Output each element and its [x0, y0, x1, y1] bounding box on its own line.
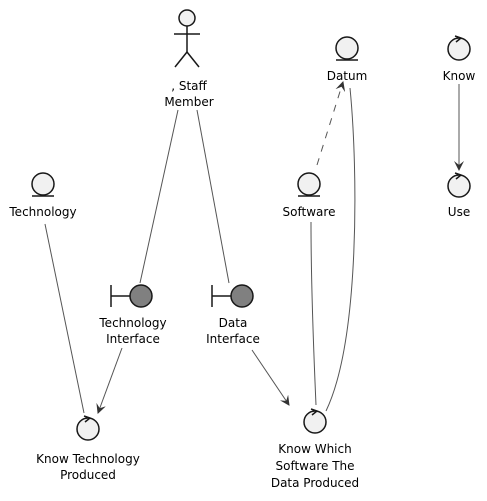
control-know-which-software[interactable]: Know Which Software The Data Produced	[271, 408, 359, 490]
know-label: Know	[443, 69, 476, 83]
entity-technology[interactable]: Technology	[8, 172, 77, 219]
edge-technology-interface-to-know-technology-produced	[96, 347, 123, 414]
technology-interface-label-line1: Technology	[98, 316, 166, 330]
data-interface-label-line1: Data	[219, 316, 248, 330]
edge-software-to-know-which-software	[310, 221, 317, 406]
boundary-technology-interface[interactable]: Technology Interface	[98, 284, 167, 346]
datum-label: Datum	[327, 69, 368, 83]
boundary-data-interface[interactable]: Data Interface	[206, 284, 260, 346]
edge-software-to-datum	[316, 81, 346, 166]
boundary-icon	[110, 284, 153, 308]
edge-datum-to-know-which-software	[325, 87, 356, 412]
control-use[interactable]: Use	[447, 172, 471, 219]
control-icon	[447, 35, 471, 61]
software-label: Software	[283, 205, 336, 219]
know-which-software-label-line2: Software The	[275, 459, 354, 473]
entity-icon	[297, 172, 321, 197]
know-which-software-label-line3: Data Produced	[271, 476, 359, 490]
edge-data-interface-to-know-which-software	[251, 349, 290, 406]
control-icon	[303, 408, 327, 434]
know-technology-produced-label-line1: Know Technology	[36, 452, 140, 466]
control-icon	[76, 415, 100, 441]
technology-label: Technology	[8, 205, 76, 219]
edges-layer	[44, 81, 464, 414]
actor-icon	[174, 9, 200, 68]
control-know-technology-produced[interactable]: Know Technology Produced	[36, 415, 140, 482]
entity-software[interactable]: Software	[283, 172, 336, 219]
edge-technology-to-know-technology-produced	[44, 223, 85, 414]
use-label: Use	[448, 205, 470, 219]
control-know[interactable]: Know	[443, 35, 476, 83]
staff-member-label-line1: , Staff	[171, 79, 207, 93]
entity-datum[interactable]: Datum	[327, 36, 368, 83]
technology-interface-label-line2: Interface	[106, 332, 160, 346]
edge-staff-to-technology-interface	[139, 109, 179, 284]
know-which-software-label-line1: Know Which	[278, 442, 351, 456]
actor-staff-member[interactable]: , Staff Member	[164, 9, 214, 109]
entity-icon	[31, 172, 55, 197]
boundary-icon	[211, 284, 254, 308]
control-icon	[447, 172, 471, 198]
data-interface-label-line2: Interface	[206, 332, 260, 346]
staff-member-label-line2: Member	[164, 95, 213, 109]
know-technology-produced-label-line2: Produced	[60, 468, 116, 482]
edge-staff-to-data-interface	[196, 109, 230, 284]
entity-icon	[335, 36, 359, 61]
